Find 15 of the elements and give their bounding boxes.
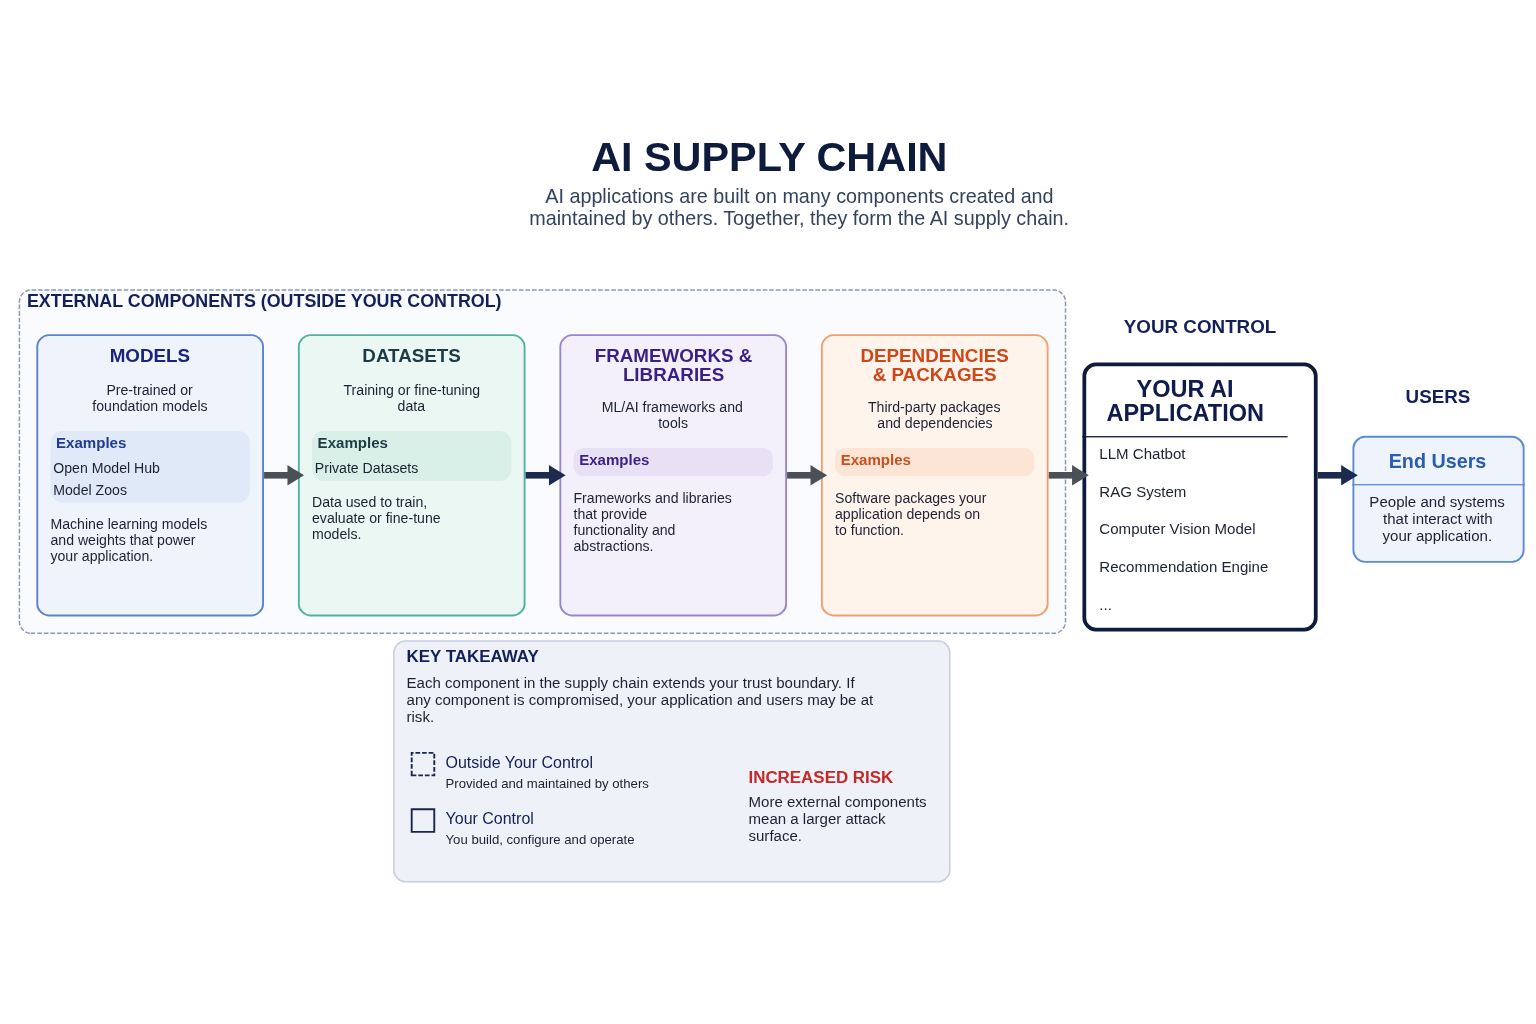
node-label: USERS xyxy=(1405,385,1471,407)
label: You build, configure and operate xyxy=(445,832,635,848)
arrow xyxy=(1317,465,1358,486)
legend-label: Outside Your Control xyxy=(445,753,594,771)
diagram-title: AI SUPPLY CHAIN xyxy=(591,133,948,180)
arrow xyxy=(1048,465,1089,486)
arrow xyxy=(525,465,566,486)
label: AI applications are built on many components created and maintained by others. Together, they form the AI supply chain. xyxy=(529,185,1070,229)
label: INCREASED RISK xyxy=(748,768,894,788)
label: Provided and maintained by others xyxy=(445,775,649,791)
label: More external components mean a larger attack surface. xyxy=(748,793,927,845)
arrow xyxy=(264,465,305,486)
legend-label: Your Control xyxy=(445,810,534,828)
node-label: YOUR CONTROL xyxy=(1123,316,1277,338)
arrow xyxy=(787,465,828,486)
